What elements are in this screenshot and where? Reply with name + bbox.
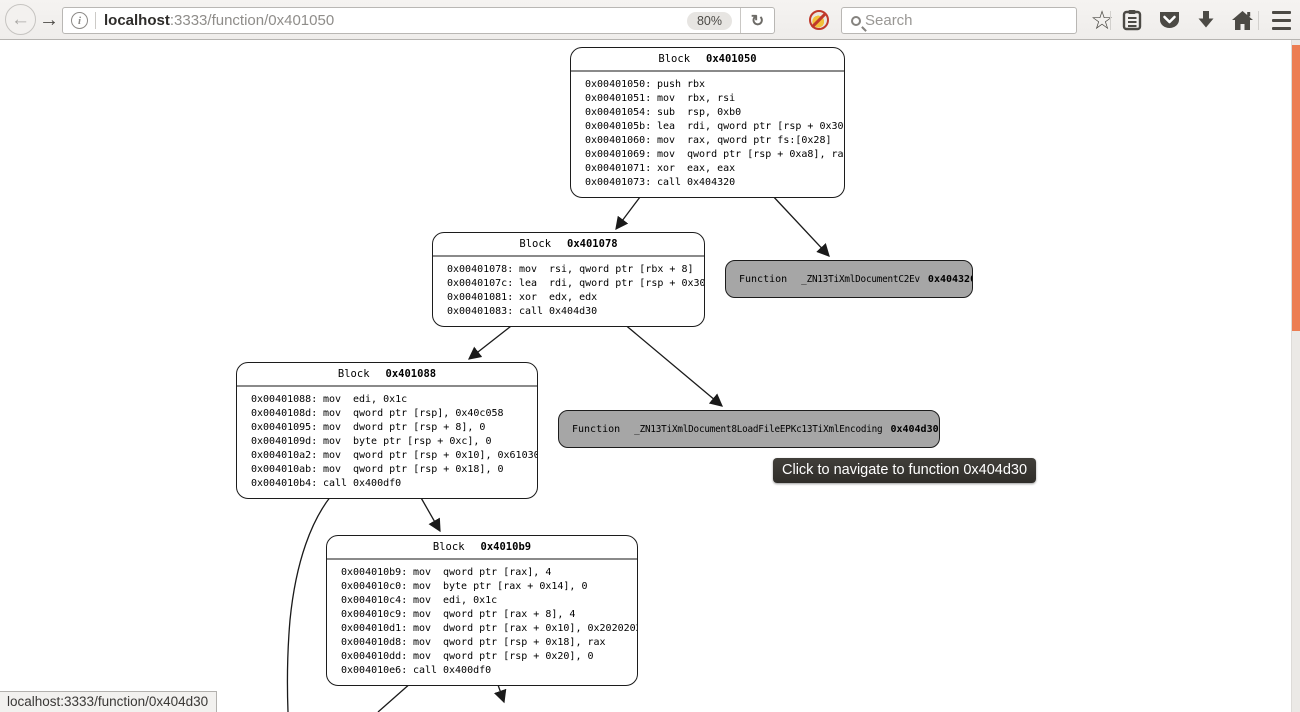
- block-header: Block 0x401078: [433, 233, 704, 257]
- bookmark-star-icon[interactable]: ☆: [1086, 0, 1118, 40]
- edge-10b9-offscreen-left: [377, 681, 413, 712]
- url-bar[interactable]: i localhost:3333/function/0x401050 80% ↻: [62, 7, 775, 34]
- downloads-button[interactable]: [1189, 0, 1223, 40]
- bookmarks-menu-icon[interactable]: [1115, 0, 1149, 40]
- block-label: Block: [337, 368, 370, 380]
- menu-button[interactable]: [1264, 0, 1298, 40]
- block-label: Block: [519, 238, 552, 250]
- edge-1050-1078: [615, 192, 644, 231]
- block-header: Block 0x4010b9: [327, 536, 637, 560]
- navigate-tooltip: Click to navigate to function 0x404d30: [773, 458, 1037, 483]
- back-button[interactable]: ←: [5, 4, 36, 35]
- block-address: 0x401078: [567, 238, 618, 250]
- block-header: Block 0x401088: [237, 363, 537, 387]
- scrollbar-thumb[interactable]: [1292, 45, 1300, 331]
- function-address: 0x404320: [927, 273, 973, 285]
- block-address: 0x401088: [385, 368, 437, 380]
- reload-icon[interactable]: ↻: [750, 12, 765, 30]
- hamburger-icon: [1271, 10, 1291, 14]
- edge-1078-func4d30: [622, 322, 723, 407]
- clipboard-icon: [1122, 10, 1142, 31]
- edge-1078-1088: [467, 322, 516, 360]
- search-bar[interactable]: Search: [841, 7, 1077, 34]
- url-divider: [95, 12, 96, 29]
- link-status-bar: localhost:3333/function/0x404d30: [0, 691, 218, 712]
- url-text[interactable]: localhost:3333/function/0x401050: [104, 12, 687, 29]
- home-icon: [1231, 10, 1253, 30]
- function-name: _ZN13TiXmlDocument8LoadFileEPKc13TiXmlEn…: [634, 423, 883, 435]
- star-icon: ☆: [1090, 5, 1114, 35]
- block-address: 0x4010b9: [480, 541, 532, 553]
- browser-toolbar: ← → i localhost:3333/function/0x401050 8…: [0, 0, 1300, 40]
- function-label: Function: [572, 423, 621, 435]
- block-label: Block: [658, 53, 691, 65]
- function-address: 0x404d30: [890, 423, 939, 435]
- forward-button[interactable]: →: [39, 8, 59, 31]
- reload-divider: [740, 8, 741, 33]
- url-path: :3333/function/0x401050: [169, 12, 335, 29]
- function-node-0x404d30[interactable]: Function _ZN13TiXmlDocument8LoadFileEPKc…: [558, 410, 940, 448]
- pocket-icon: [1159, 12, 1179, 28]
- graph-edges: [286, 192, 830, 712]
- site-info-icon[interactable]: i: [71, 12, 88, 29]
- edge-1050-func4320: [770, 193, 830, 257]
- toolbar-divider: [1258, 11, 1259, 30]
- adblock-icon[interactable]: [809, 10, 829, 30]
- download-icon: [1198, 11, 1214, 28]
- url-host: localhost: [104, 12, 170, 29]
- home-button[interactable]: [1224, 0, 1260, 40]
- function-name: _ZN13TiXmlDocumentC2Ev: [801, 273, 920, 285]
- search-placeholder: Search: [865, 12, 913, 29]
- vertical-scrollbar[interactable]: [1291, 40, 1300, 712]
- edge-1088-10b9: [419, 495, 441, 533]
- edge-1088-offscreen: [286, 495, 332, 712]
- block-address: 0x401050: [706, 53, 757, 65]
- toolbar-divider: [1110, 11, 1111, 30]
- function-node-0x404320[interactable]: Function _ZN13TiXmlDocumentC2Ev 0x404320: [725, 260, 973, 298]
- block-header: Block 0x401050: [571, 48, 844, 72]
- zoom-level-badge[interactable]: 80%: [686, 11, 732, 30]
- block-label: Block: [432, 541, 465, 553]
- search-icon: [851, 15, 861, 26]
- function-label: Function: [739, 273, 788, 285]
- pocket-button[interactable]: [1151, 0, 1187, 40]
